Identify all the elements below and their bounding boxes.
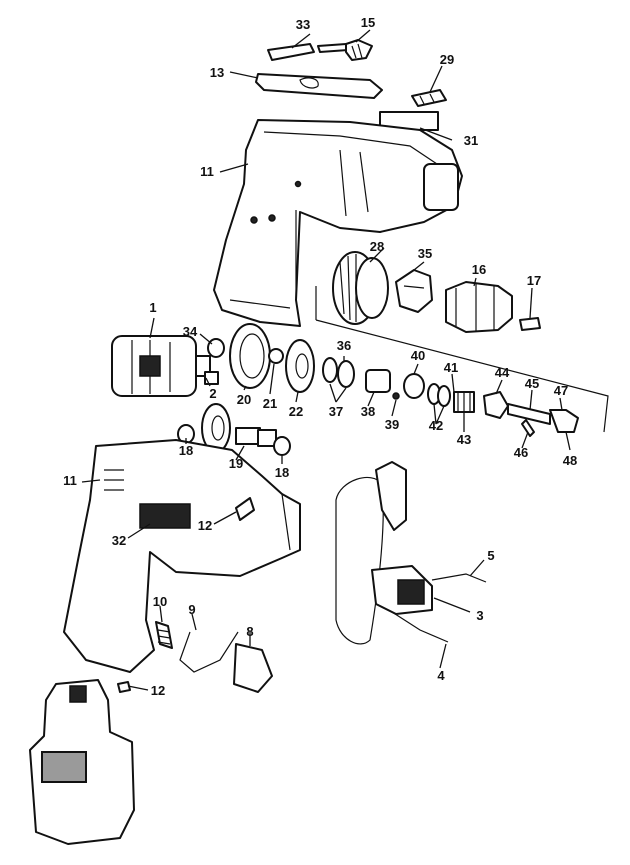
part-label-12-upper: 12 xyxy=(198,518,212,533)
part-label-29: 29 xyxy=(440,52,454,67)
part-label-10: 10 xyxy=(153,594,167,609)
part-label-3: 3 xyxy=(476,608,483,623)
part-label-12-lower: 12 xyxy=(151,683,165,698)
part-label-35: 35 xyxy=(418,246,432,261)
part-label-2: 2 xyxy=(209,386,216,401)
part-label-48: 48 xyxy=(563,453,577,468)
bearing-right xyxy=(273,436,291,456)
screw-lower xyxy=(117,681,131,693)
switch-cord-assembly xyxy=(335,461,487,645)
screwdriver-bit-part xyxy=(317,39,373,61)
part-label-38: 38 xyxy=(361,404,375,419)
part-label-1: 1 xyxy=(149,300,156,315)
part-label-8: 8 xyxy=(246,624,253,639)
part-label-11-upper: 11 xyxy=(200,164,214,179)
washer-part xyxy=(268,348,284,364)
drill-chuck-part xyxy=(445,281,513,333)
part-label-33: 33 xyxy=(296,17,310,32)
clutch-collar-part xyxy=(395,269,433,313)
part-label-16: 16 xyxy=(472,262,486,277)
bit-holder-part xyxy=(267,43,315,61)
housing-half-upper xyxy=(213,119,463,327)
part-label-45: 45 xyxy=(525,376,539,391)
part-label-13: 13 xyxy=(210,65,224,80)
part-label-36: 36 xyxy=(337,338,351,353)
part-label-15: 15 xyxy=(361,15,375,30)
switch-button-part xyxy=(411,89,447,107)
gear-part xyxy=(285,339,315,393)
part-label-22: 22 xyxy=(289,404,303,419)
leader-lines xyxy=(81,29,571,691)
planet-gear-large xyxy=(229,323,271,389)
pinion-gear-part xyxy=(204,371,219,385)
part-label-31: 31 xyxy=(464,133,478,148)
part-label-32: 32 xyxy=(112,533,126,548)
planet-carrier-part xyxy=(235,427,277,447)
clutch-ring-part xyxy=(332,251,389,325)
part-label-43: 43 xyxy=(457,432,471,447)
part-label-19: 19 xyxy=(229,456,243,471)
battery-latch-spring-wire xyxy=(179,631,239,673)
part-label-47: 47 xyxy=(554,383,568,398)
part-label-11-lower: 11 xyxy=(63,473,77,488)
part-label-5: 5 xyxy=(487,548,494,563)
battery-latch-part xyxy=(233,643,273,693)
chuck-group-bracket xyxy=(315,286,609,433)
part-label-21: 21 xyxy=(263,396,277,411)
label-plate-part xyxy=(379,111,439,131)
part-label-20: 20 xyxy=(237,392,251,407)
belt-clip-part xyxy=(255,73,383,99)
chuck-screw-part xyxy=(519,317,541,331)
part-label-40: 40 xyxy=(411,348,425,363)
part-label-17: 17 xyxy=(527,273,541,288)
part-label-37: 37 xyxy=(329,404,343,419)
part-label-28: 28 xyxy=(370,239,384,254)
part-label-18-right: 18 xyxy=(275,465,289,480)
spindle-assembly xyxy=(322,357,579,437)
bushing-part xyxy=(207,338,225,358)
part-label-41: 41 xyxy=(444,360,458,375)
part-label-18-left: 18 xyxy=(179,443,193,458)
part-label-4: 4 xyxy=(437,668,445,683)
battery-pack-part xyxy=(29,679,135,845)
part-label-42: 42 xyxy=(429,418,443,433)
part-label-39: 39 xyxy=(385,417,399,432)
housing-half-lower xyxy=(63,439,301,673)
part-label-46: 46 xyxy=(514,445,528,460)
part-label-44: 44 xyxy=(495,365,510,380)
battery-latch-spring xyxy=(155,621,173,649)
part-label-34: 34 xyxy=(183,324,198,339)
motor-part xyxy=(111,335,211,397)
part-label-9: 9 xyxy=(188,602,195,617)
